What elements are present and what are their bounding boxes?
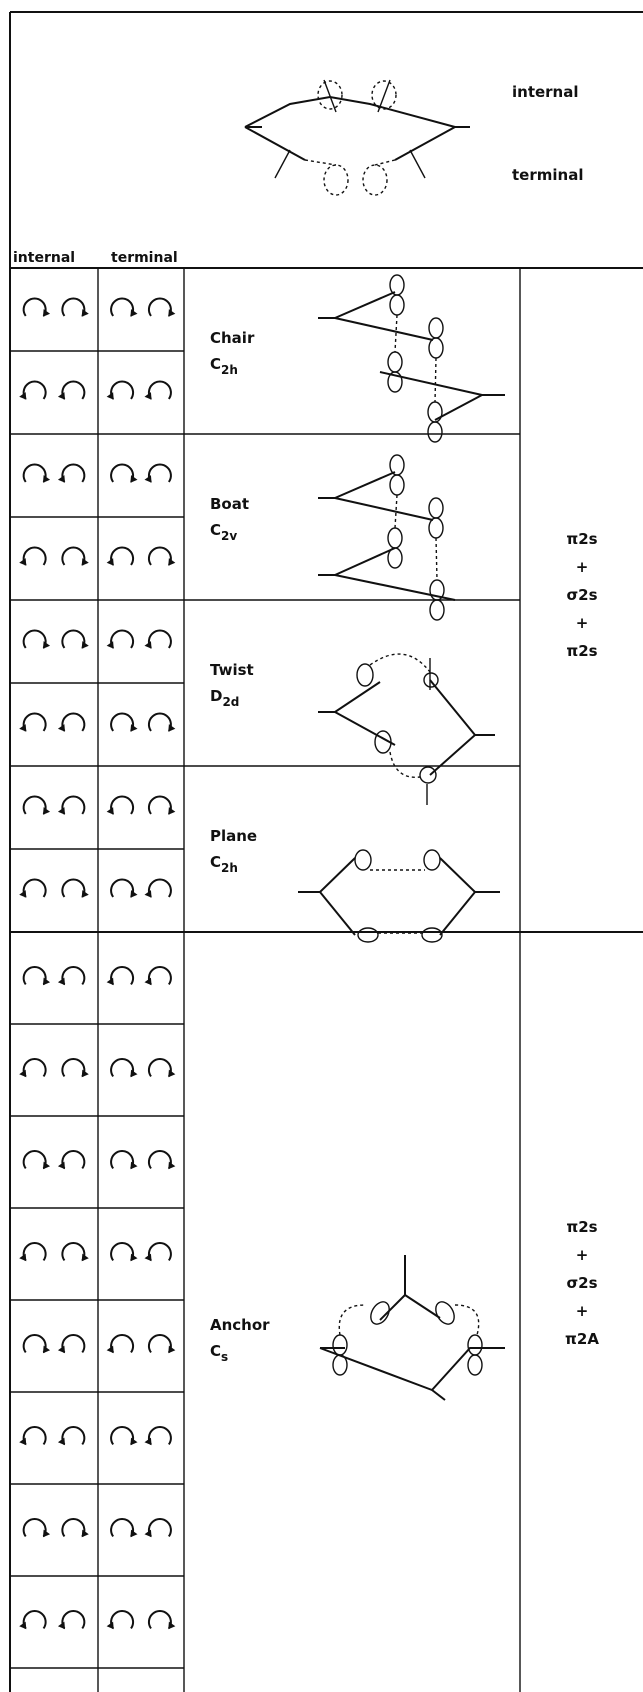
conformer-name: Anchor: [210, 1316, 270, 1334]
boat-drawing: [318, 454, 456, 621]
terminal-rotation-cell: [106, 1334, 176, 1354]
rotation-row: [10, 546, 184, 601]
rotation-row: [10, 380, 184, 435]
rotation-row: [10, 1058, 184, 1117]
internal-rotation-cell: [22, 463, 86, 483]
process-term: π2s: [566, 642, 597, 660]
point-group: C2h: [210, 853, 238, 875]
rotation-row: [10, 629, 184, 684]
internal-rotation-cell: [22, 1150, 86, 1170]
rotation-row: [10, 1242, 184, 1301]
process-term: π2s: [566, 530, 597, 548]
process-term: π2s: [566, 1218, 597, 1236]
process-label-bottom: π2s + σ2s + π2A: [565, 1218, 599, 1348]
rotation-row: [10, 463, 184, 518]
terminal-rotation-cell: [110, 1150, 176, 1170]
rotation-row: [10, 1518, 184, 1577]
header-section: internal terminal internal terminal: [9, 11, 643, 1692]
rotation-row: [10, 1150, 184, 1209]
internal-rotation-cell: [22, 629, 89, 649]
internal-rotation-cell: [22, 966, 86, 986]
rotation-row: [10, 1610, 184, 1669]
header-terminal-label: terminal: [512, 166, 583, 184]
process-term: σ2s: [566, 1274, 597, 1292]
conformer-name: Boat: [210, 495, 249, 513]
column-header-internal: internal: [13, 250, 75, 266]
terminal-rotation-cell: [110, 1242, 172, 1262]
internal-rotation-cell: [22, 1518, 89, 1538]
terminal-rotation-cell: [110, 712, 176, 732]
process-term: +: [576, 1302, 589, 1320]
plane-drawing: [298, 849, 500, 943]
internal-rotation-cell: [22, 795, 86, 815]
rotation-row: [10, 297, 184, 352]
header-molecule: [244, 79, 470, 196]
process-term: +: [576, 614, 589, 632]
internal-rotation-cell: [22, 1334, 86, 1354]
terminal-rotation-cell: [106, 629, 172, 649]
internal-rotation-cell: [19, 1610, 86, 1630]
terminal-rotation-cell: [110, 878, 172, 898]
point-group: Cs: [210, 1342, 228, 1364]
conformer-name: Twist: [210, 661, 254, 679]
anchor-drawing: [319, 1255, 505, 1401]
rotation-row: [10, 1334, 184, 1393]
internal-rotation-cell: [19, 712, 86, 732]
process-term: σ2s: [566, 586, 597, 604]
terminal-rotation-cell: [106, 380, 172, 400]
point-group: C2v: [210, 521, 237, 543]
rotation-grid: [10, 268, 643, 1692]
process-labels: π2s + σ2s + π2s π2s + σ2s + π2A: [565, 530, 599, 1348]
process-term: +: [576, 558, 589, 576]
rotation-row: [10, 795, 184, 850]
process-term: π2A: [565, 1330, 599, 1348]
terminal-rotation-cell: [106, 966, 172, 986]
terminal-rotation-cell: [110, 1518, 172, 1538]
terminal-rotation-cell: [106, 546, 176, 566]
chair-drawing: [318, 274, 505, 443]
internal-rotation-cell: [19, 878, 89, 898]
internal-rotation-cell: [19, 546, 89, 566]
terminal-rotation-cell: [110, 463, 172, 483]
terminal-rotation-cell: [110, 1426, 172, 1446]
twist-drawing: [318, 653, 495, 805]
conformer-name: Plane: [210, 827, 257, 845]
point-group: D2d: [210, 687, 239, 709]
rotation-row: [10, 1426, 184, 1485]
column-header-terminal: terminal: [111, 250, 178, 266]
rotation-row: [10, 966, 184, 1025]
process-term: +: [576, 1246, 589, 1264]
terminal-rotation-cell: [110, 297, 176, 317]
internal-rotation-cell: [19, 1242, 89, 1262]
terminal-rotation-cell: [106, 1610, 176, 1630]
internal-rotation-cell: [19, 1058, 89, 1078]
point-group: C2h: [210, 355, 238, 377]
internal-rotation-cell: [19, 1426, 86, 1446]
header-internal-label: internal: [512, 83, 579, 101]
internal-rotation-cell: [19, 380, 86, 400]
terminal-rotation-cell: [110, 1058, 176, 1078]
process-label-top: π2s + σ2s + π2s: [566, 530, 597, 660]
terminal-rotation-cell: [106, 795, 176, 815]
internal-rotation-cell: [22, 297, 89, 317]
rotation-row: [10, 878, 184, 933]
rotation-row: [10, 712, 184, 767]
conformer-name: Chair: [210, 329, 255, 347]
